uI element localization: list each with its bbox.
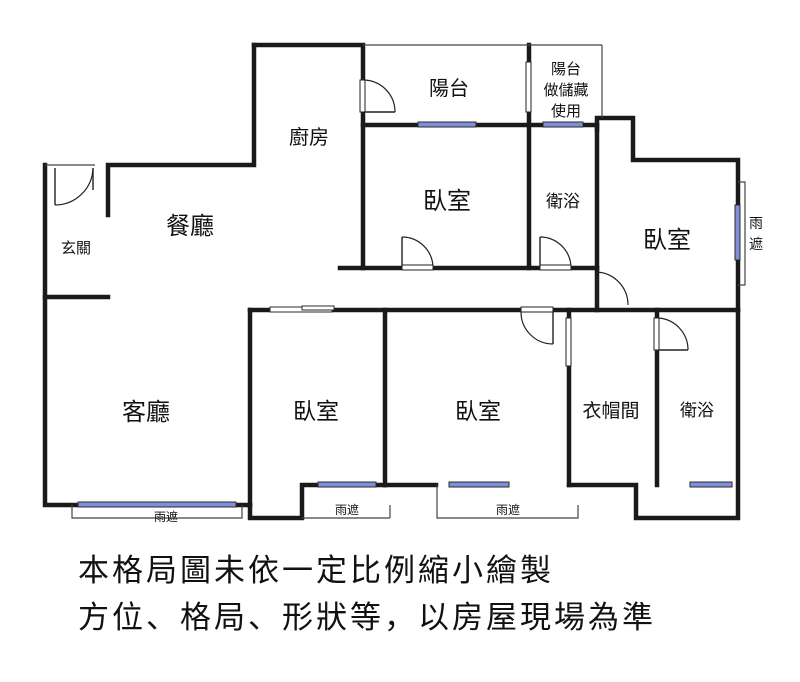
label-living: 客廳 [122, 398, 170, 426]
floor-plan: 陽台 陽台 做儲藏 使用 廚房 餐廳 玄關 臥室 衛浴 臥室 雨 遮 客廳 臥室… [42, 42, 763, 524]
label-bedroom-bottom-left: 臥室 [293, 399, 339, 425]
label-canopy-right-1: 雨 [749, 216, 763, 232]
label-canopy-bedroom-left: 雨遮 [335, 502, 359, 517]
label-balcony: 陽台 [429, 76, 469, 100]
canopy-lines [71, 181, 746, 519]
label-entrance: 玄關 [61, 239, 91, 257]
label-closet: 衣帽間 [582, 400, 639, 422]
disclaimer-line-1: 本格局圖未依一定比例縮小繪製 [78, 553, 554, 589]
label-dining: 餐廳 [166, 212, 214, 240]
label-balcony-storage-1: 陽台 [551, 60, 581, 78]
label-bath-bottom: 衛浴 [680, 401, 714, 421]
doors [54, 61, 689, 367]
label-balcony-storage-3: 使用 [551, 102, 581, 120]
label-bath-top: 衛浴 [546, 192, 580, 212]
windows [77, 121, 741, 508]
outer-walls [42, 42, 741, 521]
label-canopy-right-2: 遮 [749, 237, 763, 253]
label-canopy-living: 雨遮 [154, 509, 178, 524]
label-balcony-storage-2: 做儲藏 [543, 81, 588, 99]
disclaimer-line-2: 方位、格局、形狀等，以房屋現場為準 [78, 600, 656, 636]
label-bedroom-right: 臥室 [643, 226, 691, 254]
label-canopy-bedroom-mid: 雨遮 [496, 502, 520, 517]
room-labels: 陽台 陽台 做儲藏 使用 廚房 餐廳 玄關 臥室 衛浴 臥室 雨 遮 客廳 臥室… [61, 60, 763, 524]
label-bedroom-bottom-mid: 臥室 [455, 399, 501, 425]
label-kitchen: 廚房 [289, 125, 329, 149]
label-bedroom-top: 臥室 [423, 187, 471, 215]
